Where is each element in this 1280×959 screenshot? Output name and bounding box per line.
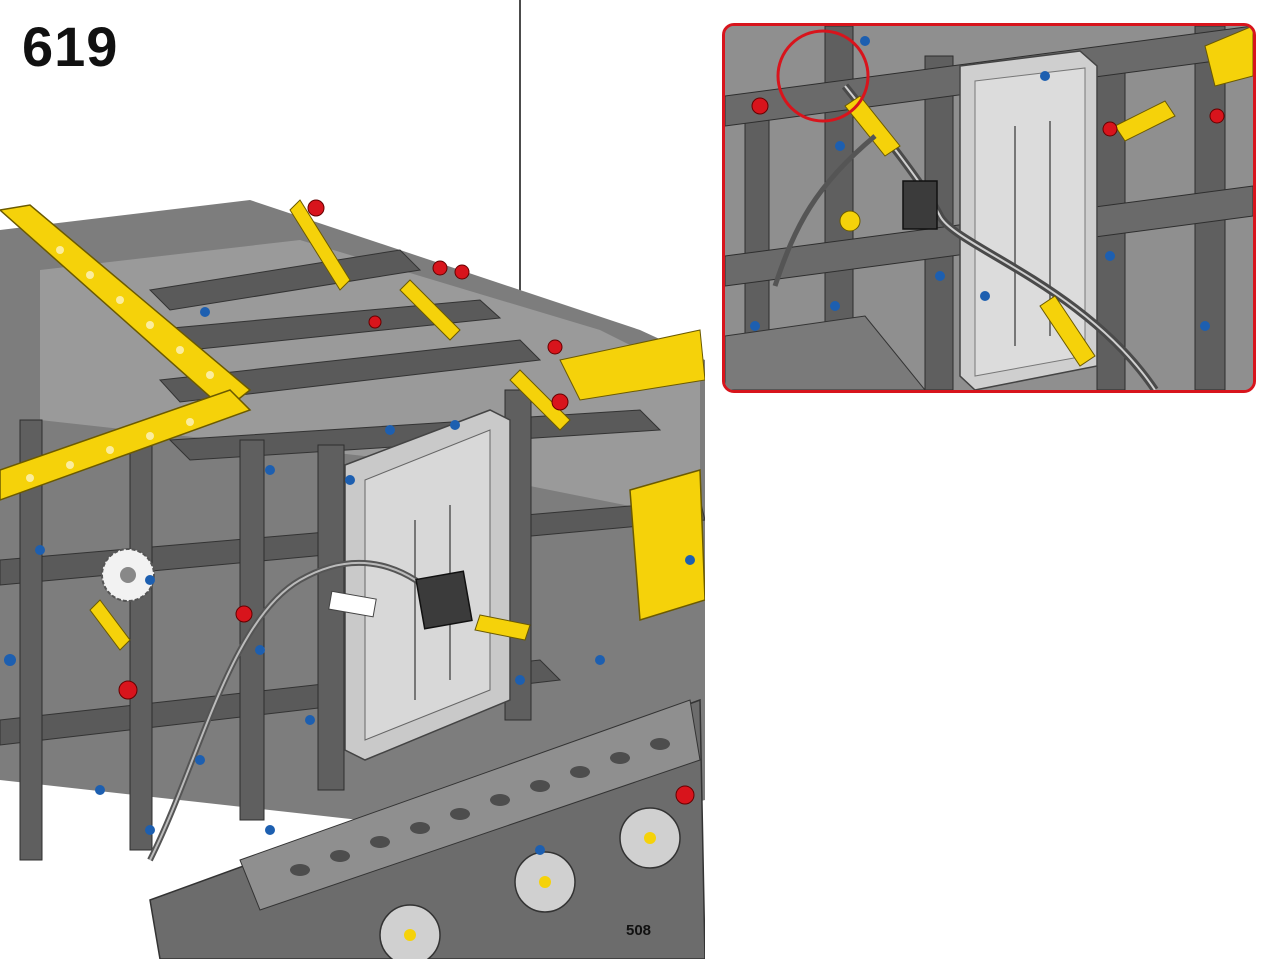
assembly-illustration bbox=[0, 0, 706, 959]
page-number: 508 bbox=[626, 922, 652, 939]
highlight-circle bbox=[776, 29, 870, 123]
callout-illustration bbox=[725, 26, 1253, 390]
step-number: 619 bbox=[22, 15, 119, 78]
detail-callout bbox=[722, 23, 1256, 393]
